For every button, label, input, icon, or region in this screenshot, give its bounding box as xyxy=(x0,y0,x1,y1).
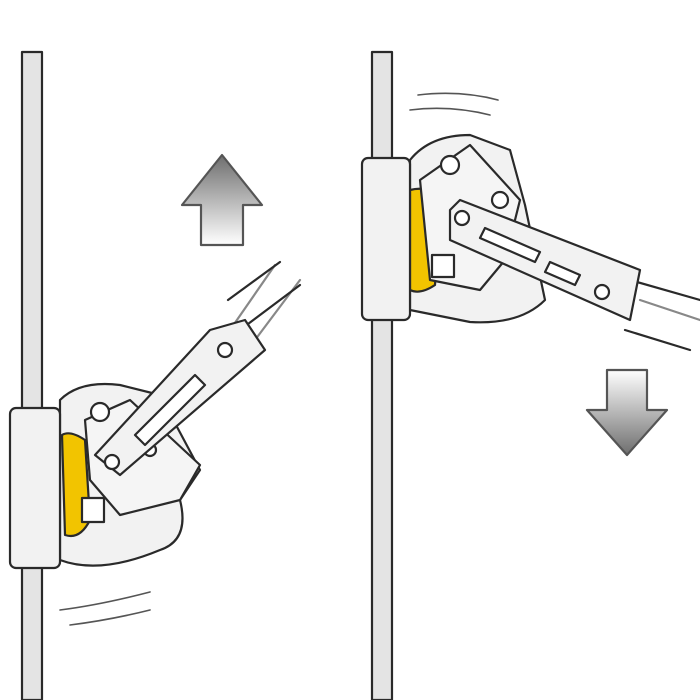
device-right xyxy=(360,133,642,324)
arrow-up-icon xyxy=(180,153,264,247)
rope-right xyxy=(370,50,394,700)
motion-lines-left xyxy=(59,591,151,626)
rope-left xyxy=(20,50,44,700)
motion-lines-right xyxy=(409,92,499,116)
device-left xyxy=(8,318,267,570)
lanyard-left xyxy=(226,260,302,342)
arrow-down-icon xyxy=(585,368,669,457)
lanyard-right xyxy=(623,278,700,352)
